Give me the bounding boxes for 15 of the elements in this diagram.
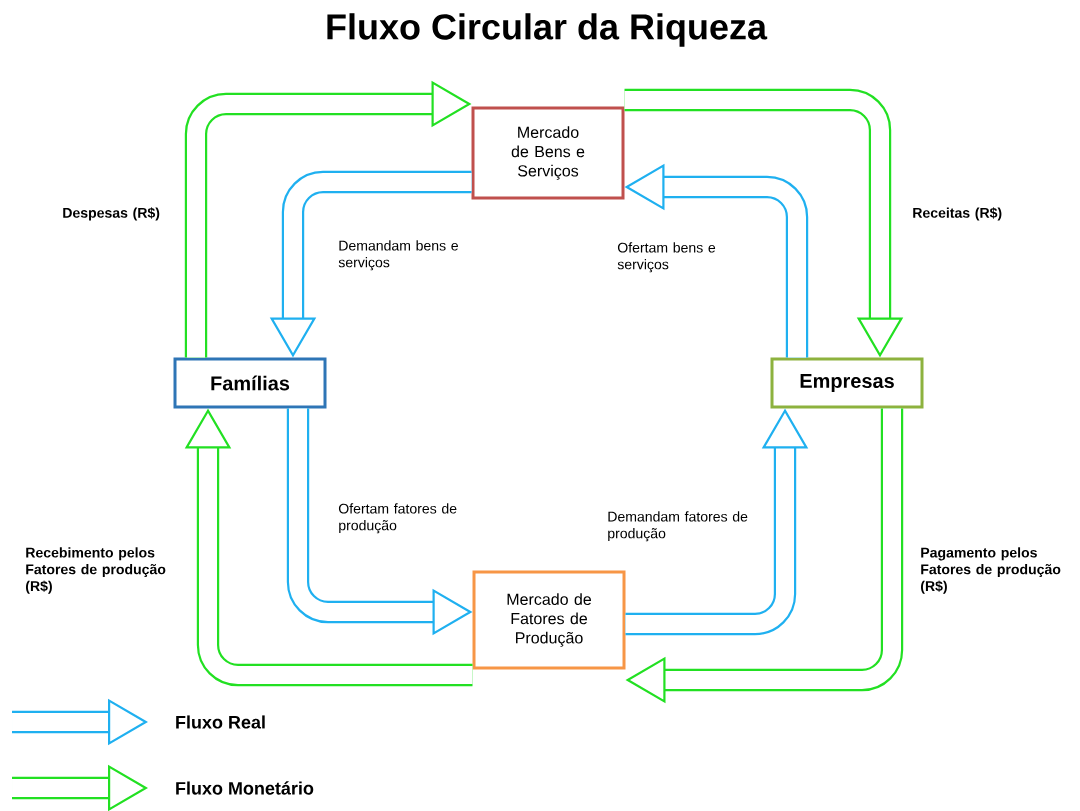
edge-label: Pagamento pelos Fatores de produção (R$)	[921, 547, 1061, 594]
legend-label: Fluxo Real	[176, 715, 265, 729]
title: Fluxo Circular da Riqueza	[327, 13, 768, 47]
edge-label: Demandam bens e serviços	[338, 240, 458, 271]
edge-label: Ofertam bens e serviços	[617, 242, 716, 273]
market-box: Mercado de Fatores de Produção	[472, 570, 626, 670]
edge-label: Ofertam fatores de produção	[338, 503, 457, 534]
edge-label: Despesas (R$)	[63, 207, 160, 221]
market-box: Empresas	[770, 357, 924, 409]
market-box: Mercado de Bens e Serviços	[471, 106, 625, 200]
legend-label: Fluxo Monetário	[176, 781, 314, 795]
market-box: Famílias	[173, 357, 327, 409]
edge-label: Receitas (R$)	[913, 207, 1002, 221]
edge-label: Recebimento pelos Fatores de produção (R$)	[26, 547, 166, 594]
edge-label: Demandam fatores de produção	[608, 511, 748, 542]
